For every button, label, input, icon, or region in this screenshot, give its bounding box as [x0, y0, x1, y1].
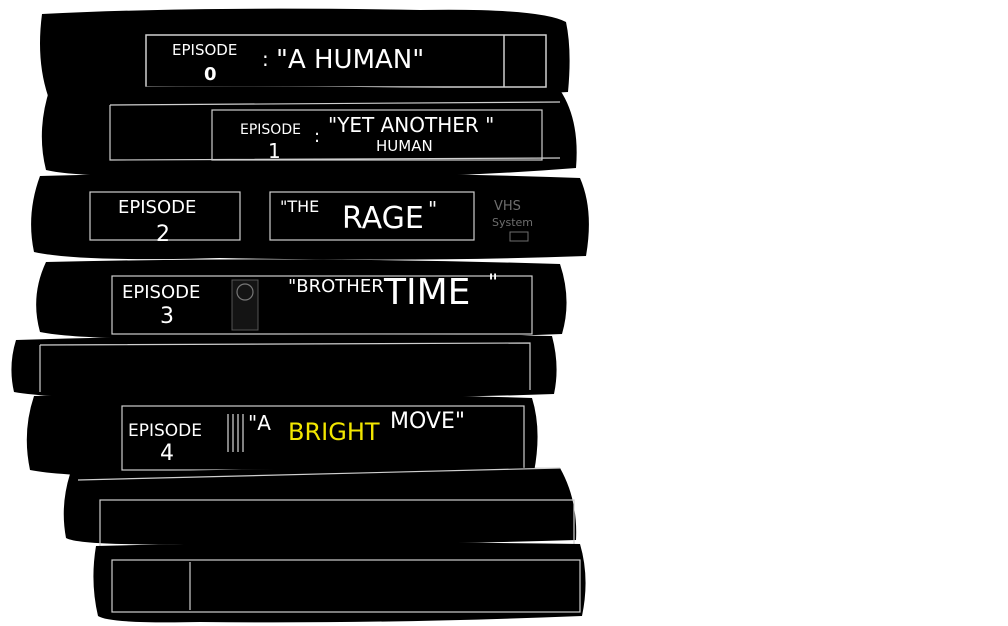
- tape-reel: [236, 283, 254, 301]
- tape-body: [26, 393, 538, 477]
- tape-edge-line: [77, 467, 561, 481]
- episode-label: EPISODE: [118, 197, 196, 218]
- episode-number: 1: [268, 139, 281, 163]
- tape-reel-window: [231, 279, 259, 331]
- episode-title-open: "THE: [280, 197, 319, 216]
- episode-title-accent: BRIGHT: [288, 418, 380, 446]
- tape-body: [11, 334, 557, 399]
- tape-episode-1: EPISODE 1 : "YET ANOTHER " HUMAN: [41, 86, 577, 178]
- tape-body: [63, 467, 577, 545]
- tape-label-frame: [269, 191, 475, 241]
- tape-body: [93, 542, 586, 623]
- episode-title-line2: HUMAN: [376, 137, 433, 155]
- tape-label-frame: [111, 275, 533, 335]
- tape-episode-4: EPISODE 4 "A BRIGHT MOVE": [26, 393, 538, 477]
- tape-body: [41, 86, 577, 178]
- tape-edge-line: [39, 342, 531, 390]
- tape-bottom-1: [63, 467, 577, 553]
- tape-body: [31, 172, 589, 260]
- vhs-logo-subtext: System: [492, 216, 533, 229]
- episode-separator: :: [262, 47, 269, 71]
- episode-title-line1: "YET ANOTHER ": [328, 113, 494, 137]
- episode-number: 2: [156, 222, 170, 247]
- tape-barcode-icon: [227, 414, 244, 452]
- tape-blank: [11, 334, 557, 399]
- episode-title: "A HUMAN": [276, 45, 424, 75]
- episode-title-a: "A: [248, 411, 271, 435]
- vhs-logo-box: [509, 231, 529, 242]
- tape-label-frame: [89, 191, 241, 241]
- episode-label: EPISODE: [172, 41, 237, 59]
- episode-number: 3: [160, 304, 174, 329]
- tape-bottom-2: [93, 542, 586, 623]
- episode-number: 4: [160, 441, 174, 466]
- episode-title-close: ": [488, 271, 498, 296]
- tape-episode-3: EPISODE 3 "BROTHER TIME ": [36, 259, 567, 339]
- tape-label-frame: [111, 559, 581, 613]
- episode-label: EPISODE: [240, 122, 301, 138]
- episode-title-close: ": [428, 197, 437, 221]
- tape-episode-2: EPISODE 2 "THE RAGE " VHS System: [31, 172, 589, 260]
- tape-label-frame: [211, 109, 543, 161]
- tape-episode-0: EPISODE 0 : "A HUMAN": [40, 8, 570, 100]
- episode-label: EPISODE: [128, 421, 202, 441]
- episode-title-b: TIME: [383, 272, 470, 313]
- tape-edge-line: [109, 105, 561, 161]
- tape-body: [36, 259, 567, 339]
- episode-title-c: MOVE": [390, 409, 465, 434]
- tape-body: [40, 8, 570, 100]
- episode-separator: :: [314, 126, 320, 147]
- episode-number: 0: [204, 64, 217, 85]
- episode-title-a: "BROTHER: [288, 276, 384, 297]
- episode-label: EPISODE: [122, 282, 200, 303]
- tape-edge-line: [109, 101, 561, 106]
- vhs-logo-text: VHS: [494, 199, 521, 214]
- episode-title-main: RAGE: [342, 201, 424, 236]
